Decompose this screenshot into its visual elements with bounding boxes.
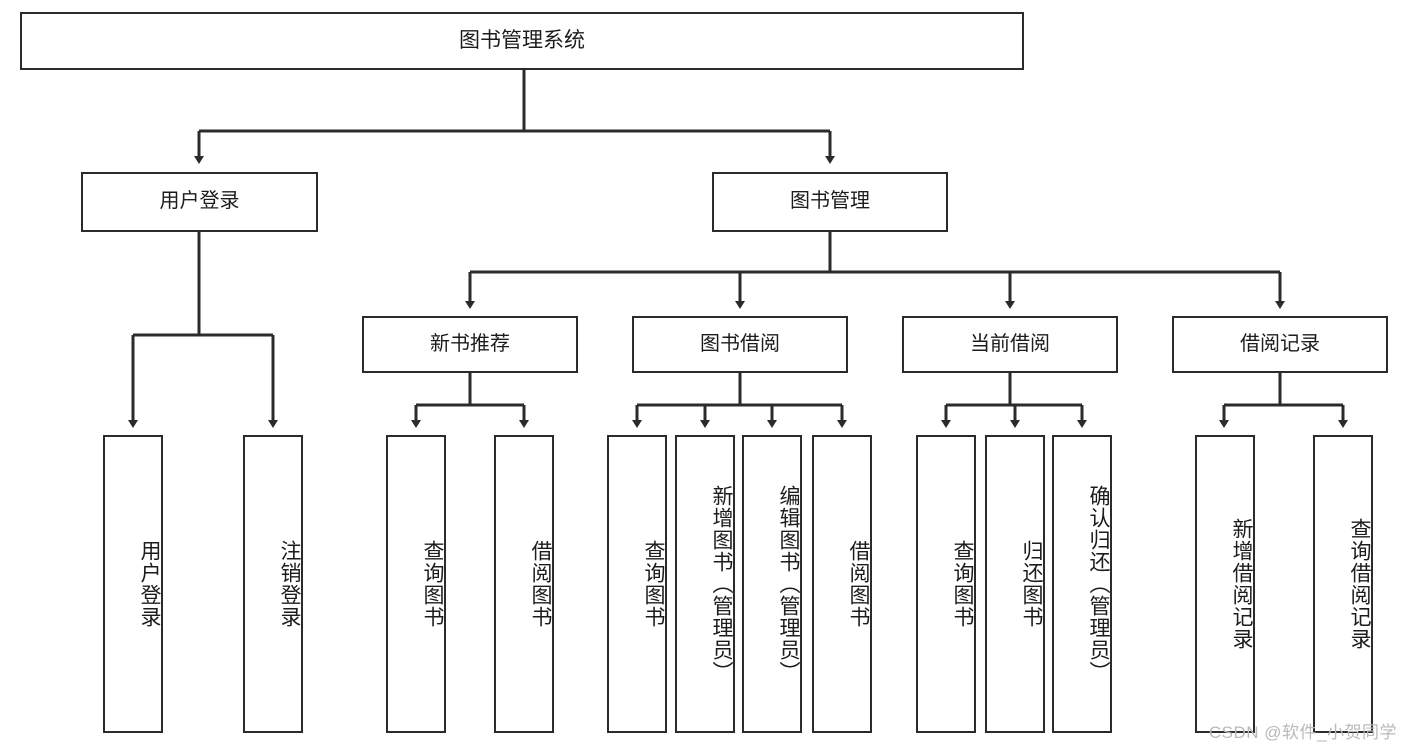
node-current-borrow-label: 当前借阅 (970, 332, 1050, 355)
leaf-query-book-borrow[interactable]: 查询图书 (607, 435, 667, 733)
node-book-borrow-label: 图书借阅 (700, 332, 780, 355)
leaf-add-book-admin-label: 新增图书（管理员） (710, 485, 733, 683)
leaf-query-borrow-record[interactable]: 查询借阅记录 (1313, 435, 1373, 733)
leaf-borrow-book-recommend-label: 借阅图书 (529, 540, 552, 628)
leaf-confirm-return-admin-label: 确认归还（管理员） (1087, 485, 1110, 683)
leaf-query-book-recommend[interactable]: 查询图书 (386, 435, 446, 733)
node-new-book-recommend[interactable]: 新书推荐 (362, 316, 578, 373)
node-current-borrow[interactable]: 当前借阅 (902, 316, 1118, 373)
leaf-user-login[interactable]: 用户登录 (103, 435, 163, 733)
leaf-query-book-current-label: 查询图书 (951, 540, 974, 628)
leaf-borrow-book-borrow-label: 借阅图书 (847, 540, 870, 628)
leaf-borrow-book-borrow[interactable]: 借阅图书 (812, 435, 872, 733)
watermark-text: CSDN @软件_小贺同学 (1208, 723, 1397, 742)
node-root-system[interactable]: 图书管理系统 (20, 12, 1024, 70)
leaf-query-book-borrow-label: 查询图书 (642, 540, 665, 628)
leaf-confirm-return-admin[interactable]: 确认归还（管理员） (1052, 435, 1112, 733)
node-book-manage-label: 图书管理 (790, 190, 870, 213)
node-borrow-record-label: 借阅记录 (1240, 332, 1320, 355)
node-user-login-label: 用户登录 (159, 190, 240, 213)
node-borrow-record[interactable]: 借阅记录 (1172, 316, 1388, 373)
leaf-logout-login[interactable]: 注销登录 (243, 435, 303, 733)
leaf-edit-book-admin[interactable]: 编辑图书（管理员） (742, 435, 802, 733)
leaf-return-book[interactable]: 归还图书 (985, 435, 1045, 733)
leaf-add-borrow-record-label: 新增借阅记录 (1230, 518, 1253, 650)
leaf-logout-login-label: 注销登录 (278, 540, 301, 628)
leaf-return-book-label: 归还图书 (1020, 540, 1043, 628)
leaf-borrow-book-recommend[interactable]: 借阅图书 (494, 435, 554, 733)
leaf-edit-book-admin-label: 编辑图书（管理员） (777, 485, 800, 683)
leaf-add-borrow-record[interactable]: 新增借阅记录 (1195, 435, 1255, 733)
leaf-add-book-admin[interactable]: 新增图书（管理员） (675, 435, 735, 733)
node-new-book-recommend-label: 新书推荐 (430, 332, 510, 355)
node-book-borrow[interactable]: 图书借阅 (632, 316, 848, 373)
node-root-label: 图书管理系统 (459, 28, 585, 52)
leaf-query-book-current[interactable]: 查询图书 (916, 435, 976, 733)
leaf-query-borrow-record-label: 查询借阅记录 (1348, 518, 1371, 650)
node-book-manage[interactable]: 图书管理 (712, 172, 948, 232)
leaf-query-book-recommend-label: 查询图书 (421, 540, 444, 628)
node-user-login[interactable]: 用户登录 (81, 172, 318, 232)
leaf-user-login-label: 用户登录 (138, 540, 161, 628)
